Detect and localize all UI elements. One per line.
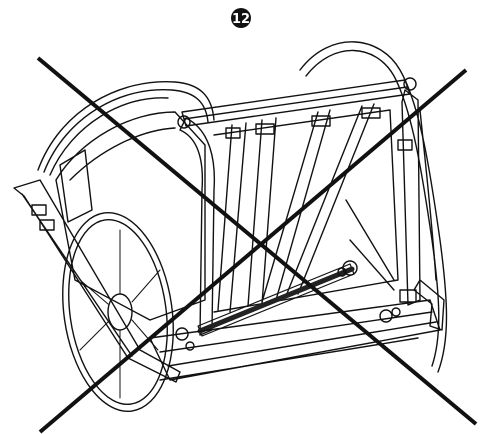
left-frame-post xyxy=(179,117,216,336)
prohibition-cross xyxy=(36,56,478,434)
front-bumper-bar xyxy=(13,179,181,383)
rear-axle-tube xyxy=(197,260,358,337)
rear-panel xyxy=(213,109,399,313)
rear-bumper xyxy=(413,279,445,331)
step-number-badge: 12 xyxy=(231,8,251,28)
right-large-wheel xyxy=(299,41,448,373)
front-small-wheel xyxy=(62,211,174,413)
left-large-wheel xyxy=(37,80,215,176)
floor-tray xyxy=(149,299,441,381)
cross-stroke-1 xyxy=(36,56,478,426)
step-number: 12 xyxy=(232,12,250,27)
seat-backrest-straps xyxy=(217,103,381,313)
left-hub-details xyxy=(175,307,401,351)
left-side-panel xyxy=(55,111,206,321)
right-frame-post xyxy=(397,89,421,306)
cross-stroke-2 xyxy=(38,68,468,434)
